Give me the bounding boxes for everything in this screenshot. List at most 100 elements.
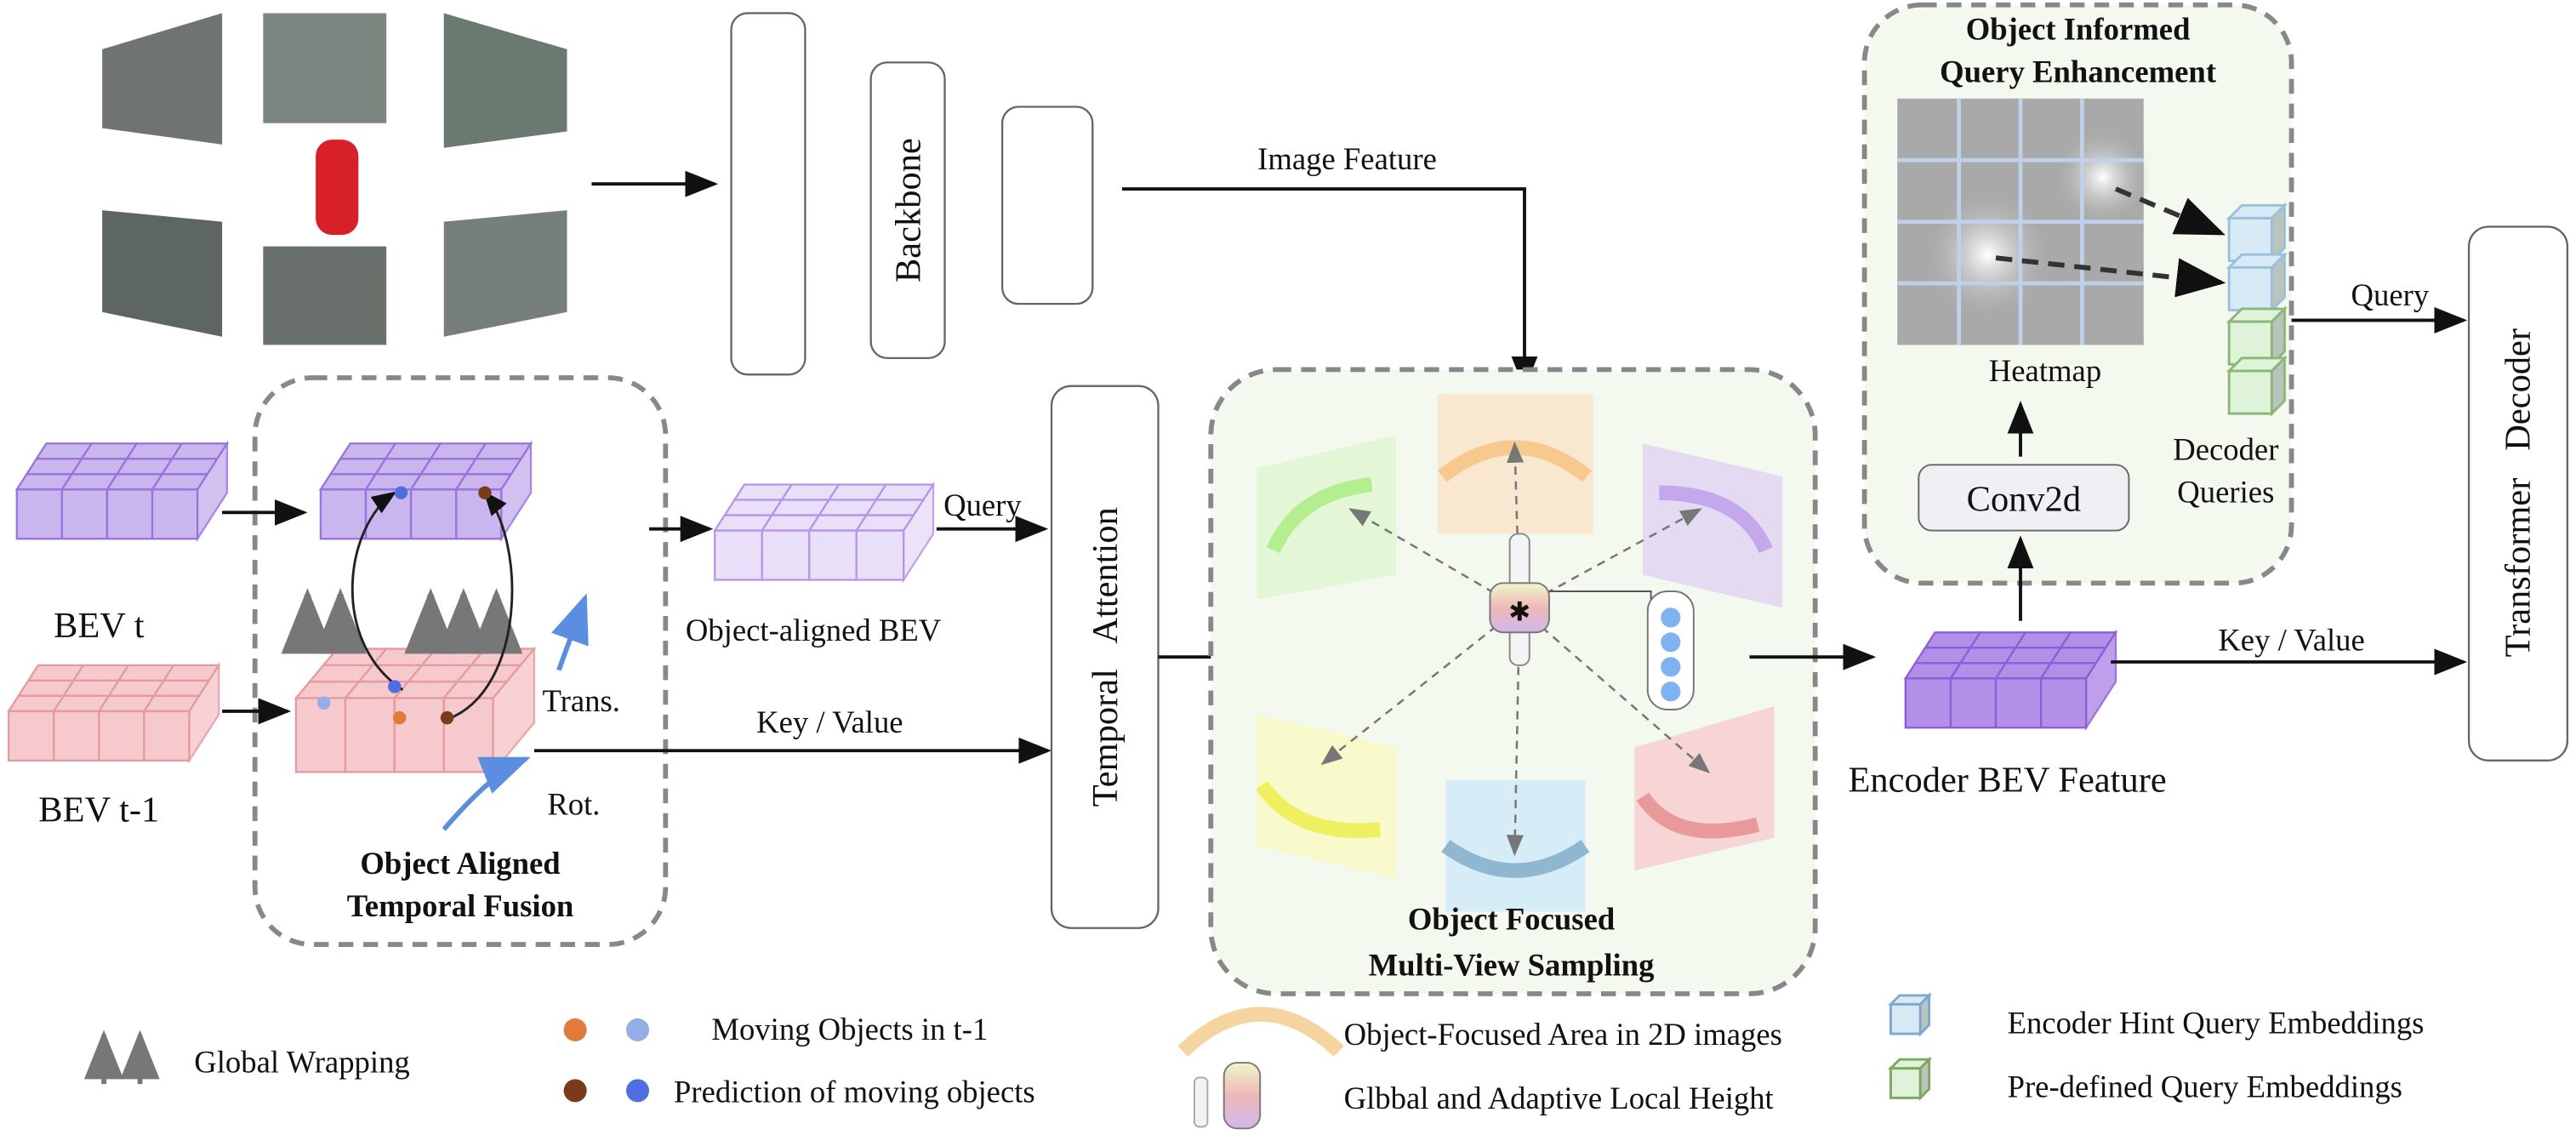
- predicted-object-dot: [388, 680, 402, 693]
- view-panel-left: [1257, 435, 1397, 600]
- grid-cell-front: [455, 488, 503, 540]
- grid-cell-front: [151, 488, 199, 540]
- decoder-queries-stack: [2226, 202, 2288, 417]
- hint-query-cube: [2226, 251, 2288, 313]
- global-wrapping-arrows: [281, 588, 523, 654]
- heatmap: [1897, 98, 2152, 345]
- motion-curve-1: [350, 491, 404, 692]
- key-value-label-1: Key / Value: [756, 704, 903, 739]
- grid-cell-front: [294, 697, 347, 773]
- focused-area-bottom: [1441, 840, 1590, 878]
- predefined-query-legend-icon: [1888, 1056, 1933, 1101]
- callout-line: [1548, 590, 1652, 600]
- encoder-bev-grid: [1903, 629, 2118, 732]
- bev-t-grid: [14, 440, 229, 543]
- temporal-attention-label: Temporal Attention: [1086, 507, 1126, 807]
- backbone-label: Backbone: [889, 138, 929, 282]
- grid-cell-front: [714, 529, 763, 581]
- car-icon: [316, 140, 359, 236]
- legend-predefined-query: Pre-defined Query Embeddings: [2008, 1069, 2402, 1104]
- grid-side: [2085, 629, 2117, 732]
- height-sample-points: [1661, 607, 1681, 702]
- camera-image-back-left: [102, 210, 223, 337]
- focused-area-bottom-left: [1255, 780, 1381, 838]
- predefined-query-cube: [2226, 355, 2288, 417]
- predicted-object-dot: [440, 710, 454, 725]
- grid-cell-front: [143, 710, 191, 761]
- motion-curve-2: [447, 490, 514, 721]
- grid-cell-front: [442, 697, 494, 773]
- enhancement-title-line2: Query Enhancement: [1940, 54, 2217, 89]
- legend-global-wrapping: Global Wrapping: [194, 1045, 409, 1080]
- view-panel-right: [1642, 443, 1783, 608]
- orange-dot-icon: [563, 1018, 587, 1041]
- grid-cell-front: [1994, 677, 2043, 729]
- bev-t-label: BEV t: [54, 606, 145, 646]
- legend-prediction: Prediction of moving objects: [674, 1074, 1035, 1109]
- decoder-queries-line1: Decoder: [2173, 432, 2278, 467]
- predicted-object-dot: [478, 486, 492, 499]
- object-aligned-bev-grid: [713, 481, 936, 584]
- sampling-title-line1: Object Focused: [1408, 902, 1615, 937]
- grid-cell-front: [393, 697, 445, 773]
- heatmap-label: Heatmap: [1989, 353, 2101, 388]
- predefined-query-cube: [2226, 305, 2288, 368]
- hint-query-legend-icon: [1888, 992, 1933, 1037]
- grid-cell-front: [409, 488, 458, 540]
- blue-dot-icon: [625, 1079, 650, 1103]
- object-aligned-bev-label: Object-aligned BEV: [686, 613, 942, 647]
- predicted-object-dot: [394, 486, 408, 499]
- camera-image-front: [263, 13, 387, 123]
- enhancement-title-line1: Object Informed: [1966, 11, 2191, 46]
- grid-side: [196, 440, 229, 543]
- conv2d-label: Conv2d: [1967, 479, 2082, 519]
- focused-area-bottom-right: [1636, 792, 1760, 839]
- legend: Global Wrapping Moving Objects in t-1 Pr…: [83, 992, 2425, 1130]
- adaptive-height-icon: [1222, 1062, 1262, 1130]
- camera-image-back-right: [443, 210, 567, 337]
- arrow-image-feature: [1122, 187, 1538, 390]
- trans-label: Trans.: [543, 683, 620, 718]
- adaptive-height-cylinder: [1489, 582, 1550, 634]
- grid-cell-front: [808, 529, 858, 581]
- legend-hint-query: Encoder Hint Query Embeddings: [2008, 1005, 2425, 1040]
- sampling-title-line2: Multi-View Sampling: [1369, 948, 1655, 983]
- heatmap-to-query-arrow: [1995, 255, 2226, 298]
- grid-cell-front: [15, 488, 64, 540]
- focused-area-icon: [1177, 1007, 1344, 1057]
- image-feature-label: Image Feature: [1257, 141, 1437, 176]
- brown-dot-icon: [563, 1079, 587, 1103]
- camera-image-front-right: [443, 13, 567, 148]
- light-blue-dot-icon: [625, 1018, 650, 1041]
- legend-moving-objects: Moving Objects in t-1: [711, 1012, 988, 1047]
- focused-area-right: [1659, 485, 1773, 554]
- query-label-2: Query: [2351, 277, 2430, 312]
- bev-t1-grid: [6, 661, 221, 764]
- grid-cell-front: [7, 710, 55, 761]
- grid-cell-front: [855, 529, 905, 581]
- grid-cell-front: [761, 529, 811, 581]
- center-point-icon: ✱: [1508, 597, 1530, 627]
- grid-cell-front: [53, 710, 100, 761]
- hint-query-cube: [2226, 202, 2288, 265]
- grid-cell-front: [98, 710, 145, 761]
- grid-side: [903, 481, 935, 584]
- moving-object-dot: [392, 710, 407, 725]
- global-wrapping-icon: [83, 1029, 160, 1085]
- bev-t1-label: BEV t-1: [38, 790, 159, 830]
- backbone-block-1: [730, 12, 806, 376]
- translation-arrow: [551, 593, 589, 671]
- grid-cell-front: [2039, 677, 2088, 729]
- rotation-arrow: [442, 756, 531, 831]
- decoder-queries-line2: Queries: [2177, 475, 2274, 510]
- legend-height: Glbbal and Adaptive Local Height: [1344, 1081, 1774, 1115]
- grid-cell-front: [105, 488, 154, 540]
- legend-focused-area: Object-Focused Area in 2D images: [1344, 1017, 1782, 1052]
- global-height-icon: [1193, 1076, 1209, 1128]
- grid-cell-front: [1949, 677, 1998, 729]
- query-label-1: Query: [943, 488, 1022, 522]
- grid-side: [492, 646, 536, 775]
- camera-images: [102, 13, 567, 345]
- view-panels: [1255, 394, 1783, 912]
